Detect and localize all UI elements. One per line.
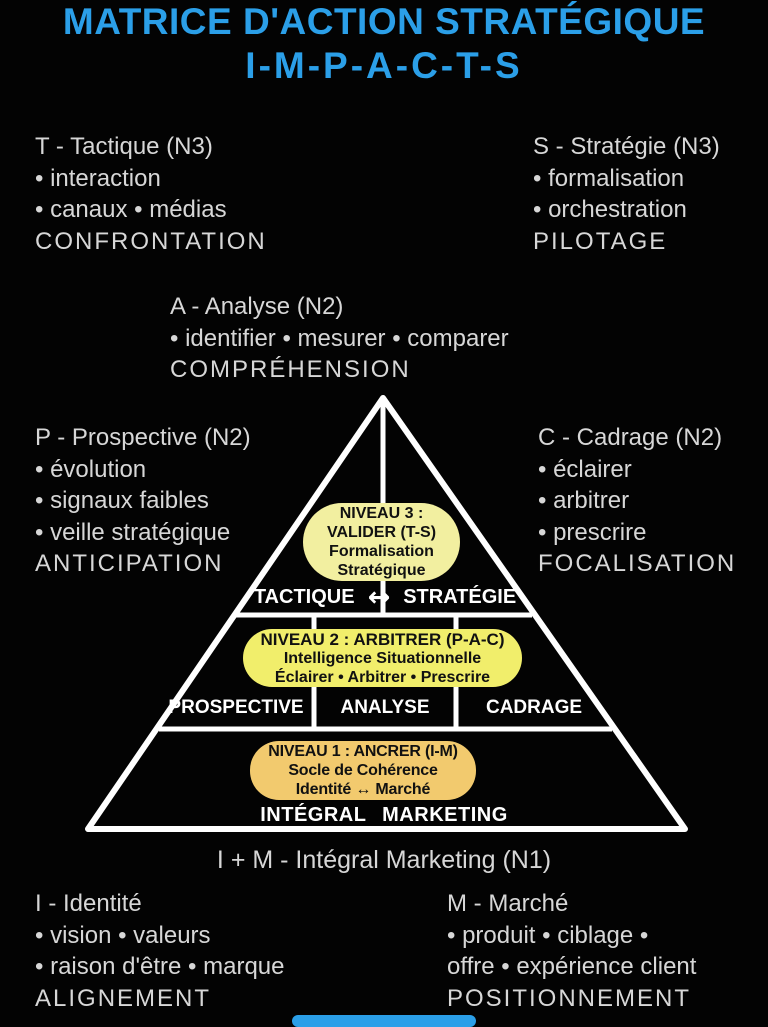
block-prospective: P - Prospective (N2) • évolution • signa… <box>35 422 251 580</box>
block-cadrage-line: • prescrire <box>538 518 647 546</box>
pill-niveau-3-line: Formalisation <box>329 543 434 560</box>
pill-niveau-1-line: Identité ↔ Marché <box>295 781 431 798</box>
pill-niveau-3-line: VALIDER (T-S) <box>326 524 437 541</box>
block-marche-line: offre • expérience client <box>447 953 697 980</box>
block-strategie: S - Stratégie (N3) • formalisation • orc… <box>533 131 720 257</box>
page-title: MATRICE D'ACTION STRATÉGIQUE I-M-P-A-C-T… <box>0 0 768 88</box>
band-tactique-strategie: TACTIQUE ↔ STRATÉGIE <box>240 581 530 613</box>
band-tactique-label: TACTIQUE <box>253 586 355 608</box>
block-tactique-heading: T - Tactique (N3) <box>35 133 213 160</box>
block-marche-line: • produit • ciblage • <box>447 921 649 949</box>
block-analyse-heading: A - Analyse (N2) <box>170 293 344 320</box>
block-marche-keyword: POSITIONNEMENT <box>447 984 692 1012</box>
column-label-prospective: PROSPECTIVE <box>168 697 304 718</box>
block-identite-heading: I - Identité <box>35 890 142 917</box>
block-identite: I - Identité • vision • valeurs • raison… <box>35 888 285 1014</box>
footer-caption: I + M - Intégral Marketing (N1) <box>216 846 552 874</box>
pill-niveau-2-line: Intelligence Situationnelle <box>283 649 482 667</box>
pill-niveau-2: NIVEAU 2 : ARBITRER (P-A-C) Intelligence… <box>243 629 522 687</box>
double-arrow-icon: ↔ <box>367 581 391 613</box>
block-strategie-line: • formalisation <box>533 164 685 192</box>
block-identite-line: • raison d'être • marque <box>35 953 285 980</box>
block-marche-heading: M - Marché <box>447 890 569 917</box>
pill-niveau-3-line: NIVEAU 3 : <box>339 505 424 522</box>
block-cadrage-heading: C - Cadrage (N2) <box>538 424 723 451</box>
block-analyse-line: • identifier • mesurer • comparer <box>170 324 509 352</box>
block-tactique-keyword: CONFRONTATION <box>35 227 267 255</box>
pill-niveau-2-line: Éclairer • Arbitrer • Prescrire <box>274 668 491 686</box>
block-marche: M - Marché • produit • ciblage • offre •… <box>447 888 696 1014</box>
block-prospective-line: • veille stratégique <box>35 518 231 546</box>
page-title-line2: I-M-P-A-C-T-S <box>245 45 523 86</box>
block-tactique-line: • canaux • médias <box>35 196 227 223</box>
column-label-analyse: ANALYSE <box>340 697 430 718</box>
block-prospective-heading: P - Prospective (N2) <box>35 424 251 451</box>
pill-niveau-3-line: Stratégique <box>337 562 426 579</box>
block-cadrage-line: • arbitrer <box>538 487 630 514</box>
column-label-cadrage: CADRAGE <box>485 697 583 718</box>
block-strategie-heading: S - Stratégie (N3) <box>533 133 720 160</box>
block-cadrage: C - Cadrage (N2) • éclairer • arbitrer •… <box>538 422 736 580</box>
band-strategie-label: STRATÉGIE <box>403 586 517 608</box>
pill-niveau-2-line: NIVEAU 2 : ARBITRER (P-A-C) <box>260 629 505 649</box>
block-strategie-line: • orchestration <box>533 196 687 223</box>
pill-niveau-1: NIVEAU 1 : ANCRER (I-M) Socle de Cohéren… <box>250 741 476 800</box>
block-tactique: T - Tactique (N3) • interaction • canaux… <box>35 131 267 257</box>
block-analyse-keyword: COMPRÉHENSION <box>170 356 411 383</box>
band-integral-marketing: INTÉGRAL MARKETING <box>260 804 508 826</box>
block-analyse: A - Analyse (N2) • identifier • mesurer … <box>170 291 509 386</box>
block-prospective-keyword: ANTICIPATION <box>35 550 224 577</box>
block-cadrage-line: • éclairer <box>538 455 632 483</box>
block-identite-keyword: ALIGNEMENT <box>35 984 212 1012</box>
pill-niveau-3: NIVEAU 3 : VALIDER (T-S) Formalisation S… <box>303 503 460 581</box>
bottom-blue-bar <box>292 1015 476 1027</box>
pill-niveau-1-line: Socle de Cohérence <box>288 762 438 779</box>
block-identite-line: • vision • valeurs <box>35 921 211 949</box>
pill-niveau-1-line: NIVEAU 1 : ANCRER (I-M) <box>268 743 458 760</box>
block-cadrage-keyword: FOCALISATION <box>538 550 737 577</box>
block-tactique-line: • interaction <box>35 164 161 192</box>
block-prospective-line: • évolution <box>35 455 147 483</box>
page-title-line1: MATRICE D'ACTION STRATÉGIQUE <box>62 1 706 42</box>
block-prospective-line: • signaux faibles <box>35 487 209 514</box>
block-strategie-keyword: PILOTAGE <box>533 227 668 255</box>
